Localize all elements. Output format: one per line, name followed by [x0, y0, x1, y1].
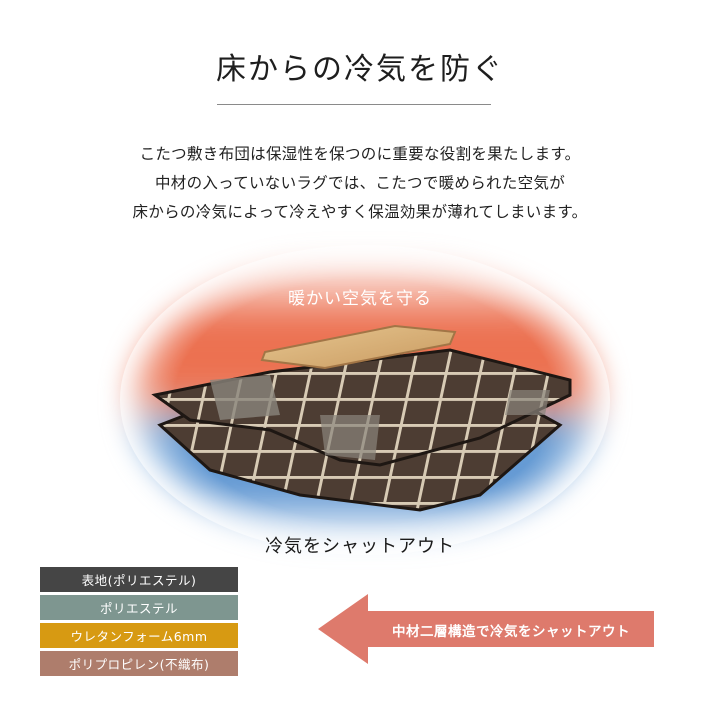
- page-title: 床からの冷気を防ぐ: [216, 52, 504, 87]
- layer-stack: 表地(ポリエステル) ポリエステル ウレタンフォーム6mm ポリプロピレン(不織…: [40, 567, 238, 679]
- layer-surface: 表地(ポリエステル): [40, 567, 238, 592]
- callout-label: 中材二層構造で冷気をシャットアウト: [392, 624, 630, 640]
- description-line-2: 中材の入っていないラグでは、こたつで暖められた空気が: [154, 174, 566, 192]
- left-arrow-icon: [318, 594, 654, 664]
- layer-polyester: ポリエステル: [40, 595, 238, 620]
- description-line-1: こたつ敷き布団は保湿性を保つのに重要な役割を果たします。: [139, 145, 581, 163]
- cold-air-label: 冷気をシャットアウト: [265, 536, 455, 557]
- warm-air-label: 暖かい空気を守る: [288, 289, 432, 309]
- kotatsu-image: [151, 324, 572, 512]
- description: こたつ敷き布団は保湿性を保つのに重要な役割を果たします。 中材の入っていないラグ…: [0, 140, 720, 227]
- description-line-3: 床からの冷気によって冷えやすく保温効果が薄れてしまいます。: [132, 203, 588, 221]
- layer-polypropylene: ポリプロピレン(不織布): [40, 651, 238, 676]
- title-divider: [217, 104, 491, 105]
- layer-urethane: ウレタンフォーム6mm: [40, 623, 238, 648]
